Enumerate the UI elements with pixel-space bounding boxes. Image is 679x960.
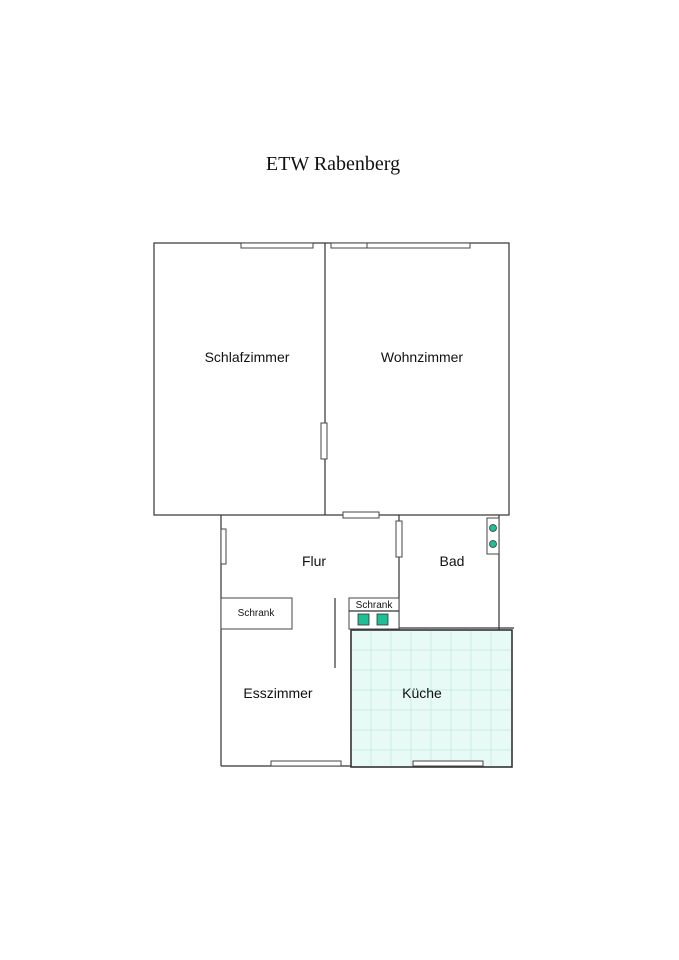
door-schlaf-wohn	[320, 422, 328, 460]
upper-block-outline	[153, 242, 510, 516]
door-wohn-flur	[342, 511, 380, 519]
bad-fixture	[486, 517, 500, 555]
label-esszimmer: Esszimmer	[243, 685, 313, 701]
bad-fixture-knob-bottom	[489, 540, 497, 548]
label-kueche: Küche	[402, 685, 442, 701]
label-schlafzimmer: Schlafzimmer	[205, 349, 290, 365]
window-schlafzimmer	[240, 242, 314, 249]
label-wohnzimmer: Wohnzimmer	[381, 349, 464, 365]
schrank-kueche	[348, 597, 400, 630]
window-kueche	[412, 760, 484, 767]
appliance-left	[357, 613, 370, 626]
bad-fixture-knob-top	[489, 524, 497, 532]
schrank-flur-label: Schrank	[238, 608, 276, 619]
label-bad: Bad	[440, 553, 465, 569]
kueche-grid	[351, 630, 512, 767]
window-esszimmer	[270, 760, 342, 767]
label-flur: Flur	[302, 553, 326, 569]
schrank-flur	[220, 597, 293, 630]
plan-title: ETW Rabenberg	[266, 153, 400, 175]
window-wohnzimmer-right	[366, 242, 471, 249]
kueche-outline	[350, 629, 513, 768]
door-flur-bad	[395, 520, 403, 558]
appliance-right	[376, 613, 389, 626]
window-flur-left	[220, 528, 227, 565]
window-wohnzimmer-left	[330, 242, 368, 249]
schrank-kueche-label: Schrank	[356, 600, 394, 611]
